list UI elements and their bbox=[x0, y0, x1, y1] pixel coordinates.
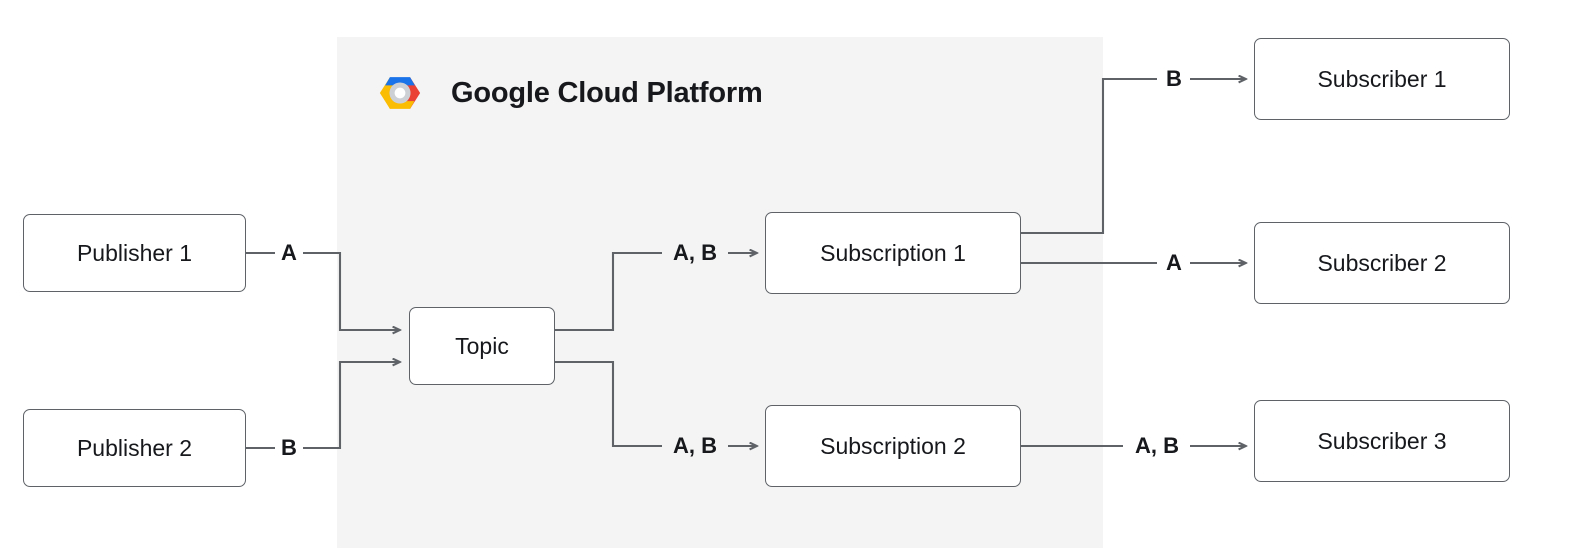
google-cloud-logo-icon bbox=[379, 77, 421, 109]
node-subscriber-1[interactable]: Subscriber 1 bbox=[1254, 38, 1510, 120]
node-subscription-2[interactable]: Subscription 2 bbox=[765, 405, 1021, 487]
edge-label-pub1-to-topic: A bbox=[281, 240, 297, 265]
google-cloud-platform-header: Google Cloud Platform bbox=[377, 70, 763, 116]
edge-label-topic-to-sub2: A, B bbox=[673, 433, 717, 458]
page-title: Google Cloud Platform bbox=[451, 76, 763, 109]
node-topic[interactable]: Topic bbox=[409, 307, 555, 385]
edge-label-sub1-to-subscriber2: A bbox=[1166, 250, 1182, 275]
node-subscriber-2[interactable]: Subscriber 2 bbox=[1254, 222, 1510, 304]
node-publisher-2[interactable]: Publisher 2 bbox=[23, 409, 246, 487]
node-publisher-1[interactable]: Publisher 1 bbox=[23, 214, 246, 292]
node-subscriber-3[interactable]: Subscriber 3 bbox=[1254, 400, 1510, 482]
edge-label-pub2-to-topic: B bbox=[281, 435, 297, 460]
node-subscription-1[interactable]: Subscription 1 bbox=[765, 212, 1021, 294]
edge-label-sub2-to-subscriber3: A, B bbox=[1135, 433, 1179, 458]
edge-label-sub1-to-subscriber1: B bbox=[1166, 66, 1182, 91]
edge-label-topic-to-sub1: A, B bbox=[673, 240, 717, 265]
